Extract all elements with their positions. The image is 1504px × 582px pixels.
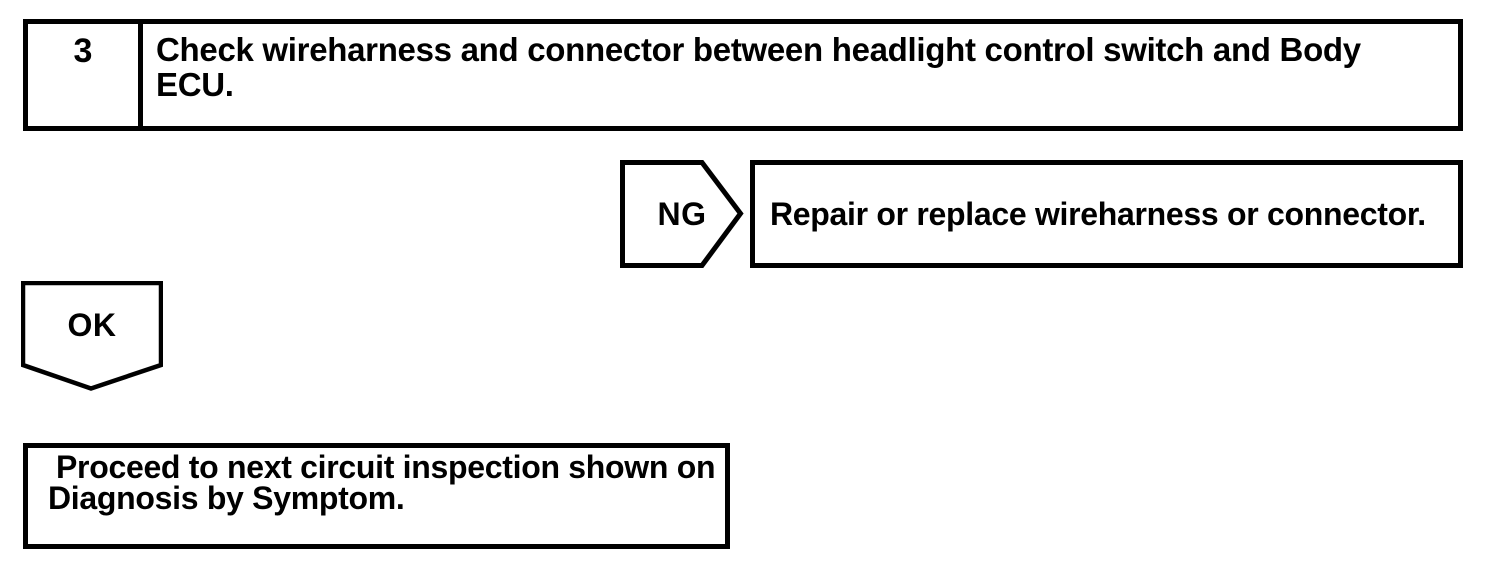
step-instruction-line-2: ECU. [156, 66, 234, 103]
ok-action-line-2: Diagnosis by Symptom. [48, 480, 405, 516]
ok-label: OK [67, 306, 117, 343]
ng-connector: NG [620, 160, 744, 268]
step-instruction: Check wireharness and connector between … [143, 24, 1458, 126]
ng-action-box: Repair or replace wireharness or connect… [750, 160, 1463, 268]
ok-pentagon-icon [21, 281, 163, 391]
step-instruction-line-1: Check wireharness and connector between … [156, 31, 1361, 68]
ok-connector: OK [21, 281, 163, 391]
ng-label: NG [657, 195, 707, 232]
step-number-cell: 3 [28, 24, 143, 126]
ng-action-text: Repair or replace wireharness or connect… [770, 195, 1426, 232]
step-box: 3 Check wireharness and connector betwee… [23, 19, 1463, 131]
ng-pentagon-icon [620, 160, 744, 268]
step-number: 3 [73, 32, 93, 70]
ok-action-box: Proceed to next circuit inspection shown… [23, 443, 730, 549]
ok-action-line-1: Proceed to next circuit inspection shown… [56, 449, 716, 485]
